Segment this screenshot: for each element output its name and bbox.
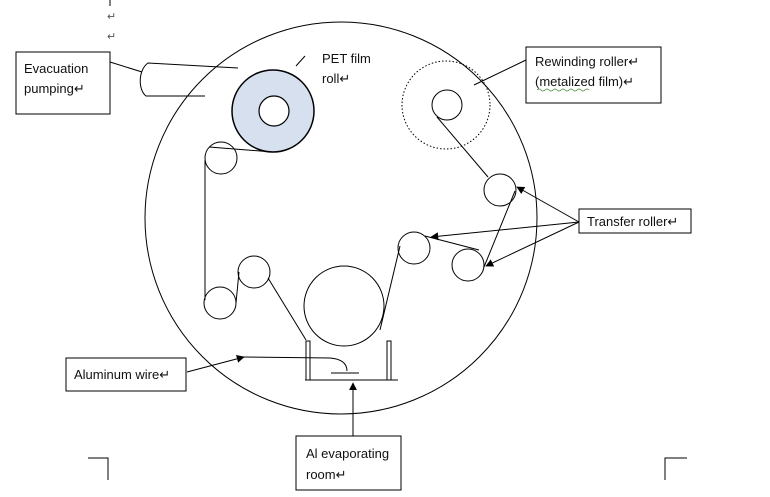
left-mid-roller — [237, 255, 271, 289]
evacuation-leader-line — [109, 61, 143, 73]
rewinding-roller — [431, 89, 463, 121]
vacuum-chamber — [144, 21, 538, 415]
film-path-segment — [208, 146, 274, 153]
transfer-arrow-3 — [485, 221, 580, 267]
al-label-line2: room↵ — [306, 467, 347, 482]
evacuation-label-line2: pumping↵ — [24, 81, 85, 96]
rewinding-leader-line — [473, 59, 527, 86]
aluminum-wire — [242, 356, 348, 372]
transfer-roller-2 — [451, 248, 485, 282]
pet-label-line1: PET film — [322, 51, 371, 66]
edit-mark-top-1: ↵ — [107, 11, 116, 23]
film-path-segment — [436, 116, 489, 178]
transfer-arrow-1 — [516, 186, 580, 223]
rewind-label-line2: (metalized film)↵ — [535, 74, 634, 89]
aluminum-wire-label: Aluminum wire↵ — [65, 357, 187, 392]
evacuation-pipe — [139, 62, 239, 97]
rewinding-roller-label: Rewinding roller↵ (metalized film)↵ — [525, 46, 662, 104]
aluminum-wire-arrow — [186, 354, 245, 373]
al-label-line1: Al evaporating — [306, 446, 389, 461]
film-path-segment — [235, 271, 240, 304]
rewinding-roll-outline — [401, 60, 491, 150]
transfer-roller-label: Transfer roller↵ — [578, 208, 692, 234]
page-corner-mark-right — [664, 457, 687, 480]
transfer-arrow-2 — [430, 221, 580, 241]
evaporation-wall-left — [305, 340, 311, 381]
coating-drum — [303, 265, 385, 347]
evacuation-pumping-label: Evacuation pumping↵ — [15, 51, 111, 115]
pet-film-roll-core — [258, 95, 290, 127]
left-top-roller — [204, 141, 238, 175]
transfer-label-text: Transfer roller↵ — [587, 214, 678, 229]
film-path-segment — [483, 190, 516, 268]
pet-leader-line — [295, 55, 306, 67]
rewind-label-line1: Rewinding roller↵ — [535, 54, 639, 69]
evacuation-label-line1: Evacuation — [24, 61, 88, 76]
evaporation-wall-right — [386, 340, 392, 381]
pet-film-roll-label: PET film roll↵ — [322, 51, 371, 86]
transfer-roller-1 — [397, 231, 431, 265]
left-bottom-roller — [203, 286, 237, 320]
film-path-segment — [379, 245, 401, 331]
page-corner-mark-left — [88, 457, 109, 480]
al-evaporating-room-label: Al evaporating room↵ — [295, 435, 402, 491]
spellcheck-squiggle — [536, 88, 590, 92]
pet-label-line2: roll↵ — [322, 71, 350, 86]
transfer-roller-3 — [483, 173, 517, 207]
film-path-segment — [267, 277, 307, 341]
aluminum-wire-label-text: Aluminum wire↵ — [74, 367, 170, 382]
edit-mark-top-2: ↵ — [107, 31, 116, 43]
film-path-segment — [424, 235, 480, 251]
